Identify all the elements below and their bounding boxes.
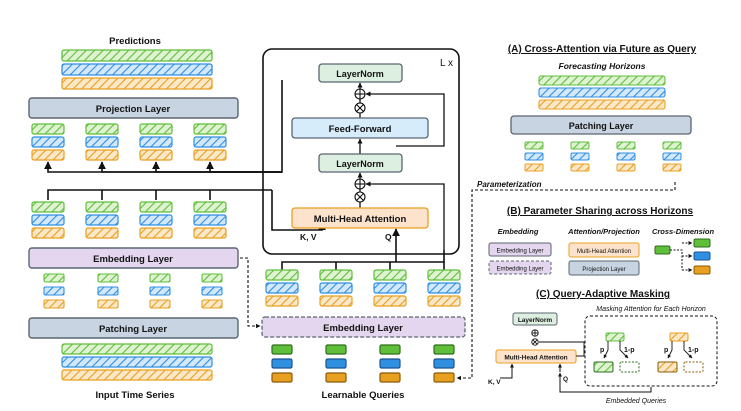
panel-c-mha-label: Multi-Head Attention: [504, 355, 567, 362]
layernorm-mid: [318, 153, 403, 173]
embedding-layer-label: Embedding Layer: [93, 254, 173, 265]
panel-c-layernorm-label: LayerNorm: [518, 317, 553, 324]
cross-dimension-icon: [654, 238, 711, 275]
patching-layer: [28, 317, 239, 339]
panel-a-subtitle: Forecasting Horizons: [559, 61, 646, 71]
embedded-queries-arrow: [558, 372, 652, 393]
panel-b-col-attention: Attention/Projection: [567, 227, 640, 236]
embedding-share-dashed: [240, 257, 261, 329]
embedding-layer: [28, 247, 239, 269]
projection-layer-label: Projection Layer: [96, 104, 171, 115]
panel-c-mha-box: [495, 349, 577, 364]
panel-b-mha-label: Multi-Head Attention: [577, 249, 631, 255]
projection-layer: [28, 97, 239, 119]
feed-forward-label: Feed-Forward: [329, 124, 392, 135]
panel-b-mha-box: [568, 242, 640, 258]
mask-right-group: [657, 332, 704, 373]
mask-left-not-p: 1-p: [624, 347, 635, 354]
mask-right-not-p: 1-p: [688, 347, 699, 354]
layernorm-mid-label: LayerNorm: [336, 159, 384, 169]
multiply-icon: [354, 191, 366, 203]
repeat-label: L x: [440, 58, 453, 69]
patching-layer-label: Patching Layer: [99, 324, 167, 335]
transformer-block: [262, 48, 460, 255]
panel-c-kv-arrow: [500, 363, 514, 379]
mask-right-p: p: [664, 347, 668, 354]
panel-a-patching-label: Patching Layer: [569, 121, 634, 131]
query-tokens: [265, 269, 461, 307]
mask-left-group: [593, 332, 640, 373]
panel-a-patching-layer: [510, 115, 692, 135]
embedded-queries-label: Embedded Queries: [606, 398, 667, 405]
add-icon: [354, 88, 366, 100]
panel-b-embedding-label-2: Embedding Layer: [496, 267, 543, 273]
panel-a-title: (A) Cross-Attention via Future as Query: [508, 44, 697, 55]
feed-forward-box: [291, 117, 429, 139]
panel-b-projection-box: [568, 260, 640, 276]
panel-b-embedding-box-1: [488, 242, 552, 257]
learnable-queries-label: Learnable Queries: [322, 390, 405, 401]
learnable-query-cells: [271, 344, 455, 383]
layernorm-top-label: LayerNorm: [336, 69, 384, 79]
query-embedding-layer: [261, 316, 466, 338]
projection-output-tokens: [31, 123, 227, 161]
layernorm-top: [318, 63, 403, 83]
multiply-icon: [531, 338, 539, 346]
mask-left-p: p: [600, 347, 604, 354]
multiply-icon: [354, 102, 366, 114]
panel-c-layernorm: [512, 312, 558, 326]
panel-b-col-cross: Cross-Dimension: [652, 227, 715, 236]
forecast-horizon-stack: [538, 75, 666, 110]
embedding-output-tokens: [31, 201, 227, 239]
panel-b-embedding-box-2: [488, 260, 552, 275]
multi-head-attention-box: [291, 207, 429, 229]
panel-c-q-label: Q: [563, 376, 568, 383]
parameterization-dashed: [456, 182, 676, 381]
query-embedding-label: Embedding Layer: [323, 323, 403, 334]
kv-label: K, V: [300, 232, 317, 242]
add-icon: [531, 329, 539, 337]
predictions-label: Predictions: [109, 36, 161, 47]
residual-arrows: [365, 91, 445, 250]
add-icon: [354, 178, 366, 190]
masking-title: Masking Attention for Each Horizon: [596, 306, 706, 313]
q-arrows: [281, 228, 445, 270]
panel-c-kv-label: K, V: [488, 379, 501, 386]
panel-c-title: (C) Query-Adaptive Masking: [536, 289, 670, 300]
input-patch-tokens: [43, 273, 223, 309]
panel-b-title: (B) Parameter Sharing across Horizons: [507, 206, 694, 217]
input-series-label: Input Time Series: [95, 390, 174, 401]
panel-c-residual: [539, 341, 585, 357]
multi-head-attention-label: Multi-Head Attention: [314, 214, 407, 225]
horizon-patch-tokens: [524, 141, 682, 172]
panel-b-embedding-label-1: Embedding Layer: [496, 249, 543, 255]
q-label: Q: [385, 232, 392, 242]
predictions-stack: [61, 49, 213, 90]
panel-b-col-embedding: Embedding: [498, 227, 539, 236]
input-series-stack: [61, 343, 213, 381]
masking-panel: [584, 315, 718, 387]
block-output-arrows: [44, 80, 283, 173]
parameterization-label: Parameterization: [477, 180, 542, 189]
panel-b-projection-label: Projection Layer: [582, 267, 625, 273]
